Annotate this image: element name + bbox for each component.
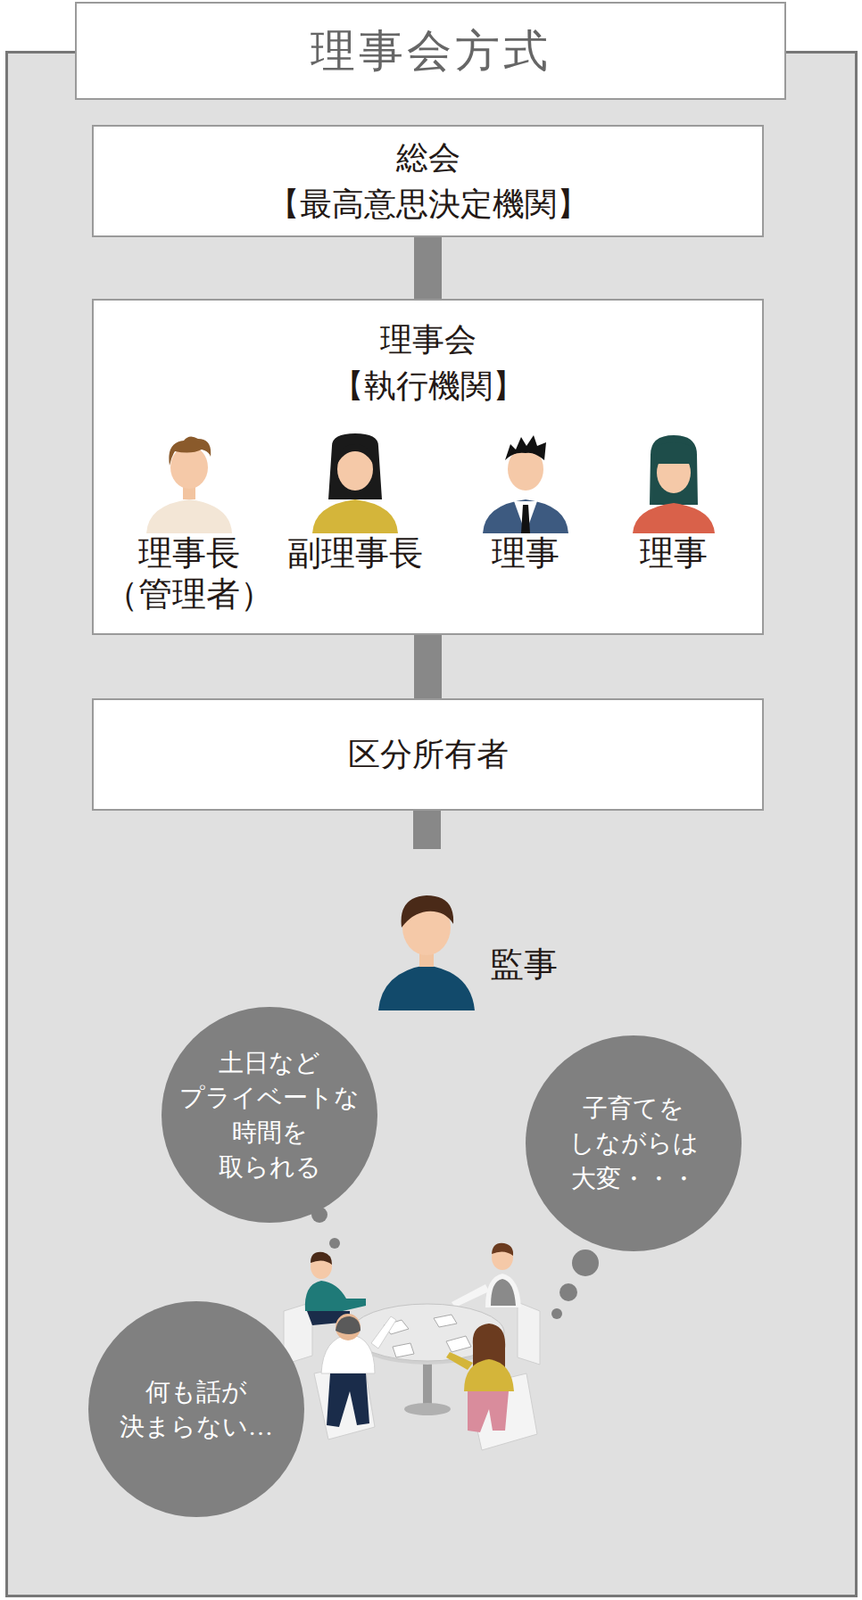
hair: [649, 435, 698, 506]
org-box: 区分所有者: [91, 698, 764, 812]
box-subheading: 【執行機関】: [331, 363, 525, 410]
tie: [521, 505, 531, 534]
connector-bar: [427, 635, 429, 699]
stub-bar: [413, 811, 441, 850]
thought-bubble: 土日など プライベートな 時間を 取られる: [161, 1007, 378, 1224]
member-role: 理事: [458, 533, 593, 575]
thought-bubble: 何も話が 決まらない…: [88, 1301, 305, 1518]
box-heading: 理事会: [380, 316, 477, 364]
thought-bubble: 子育てを しながらは 大変・・・: [525, 1036, 742, 1252]
box-heading: 区分所有者: [348, 731, 509, 779]
scheme-panel: 理事会方式総会【最高意思決定機関】 理事会【執行機関】理事長 （管理者）副理事長…: [5, 50, 858, 1599]
member-role: 理事: [606, 533, 741, 575]
thought-dot: [571, 1250, 599, 1277]
hair: [328, 433, 382, 500]
auditor-hair: [401, 895, 455, 929]
hair: [168, 436, 211, 466]
panel-heading: 理事会方式: [74, 1, 787, 100]
hair: [505, 435, 547, 461]
fringe: [655, 442, 692, 465]
auditor-body: [378, 965, 475, 1012]
body: [312, 499, 398, 534]
bubble-text: 何も話が 決まらない…: [116, 1375, 276, 1445]
body: [632, 503, 715, 534]
fringe: [337, 444, 373, 465]
thought-dot: [551, 1309, 563, 1320]
org-box: 総会【最高意思決定機関】: [91, 124, 764, 238]
auditor-label: 監事: [489, 944, 597, 987]
thought-dot: [329, 1238, 340, 1250]
thought-dot: [559, 1284, 578, 1302]
member-role: 理事長 （管理者）: [95, 533, 283, 615]
connector-bar: [427, 237, 429, 299]
bubble-text: 土日など プライベートな 時間を 取られる: [178, 1045, 362, 1186]
member-role: 副理事長: [274, 533, 436, 575]
body: [482, 499, 569, 534]
box-subheading: 【最高意思決定機関】: [267, 181, 589, 228]
org-box: 理事会【執行機関】理事長 （管理者）副理事長理事理事: [91, 298, 764, 636]
body: [146, 499, 233, 534]
box-heading: 総会: [396, 134, 461, 182]
meeting-scene: [283, 1243, 540, 1451]
shirt: [513, 501, 538, 534]
bubble-text: 子育てを しながらは 大変・・・: [565, 1091, 702, 1197]
